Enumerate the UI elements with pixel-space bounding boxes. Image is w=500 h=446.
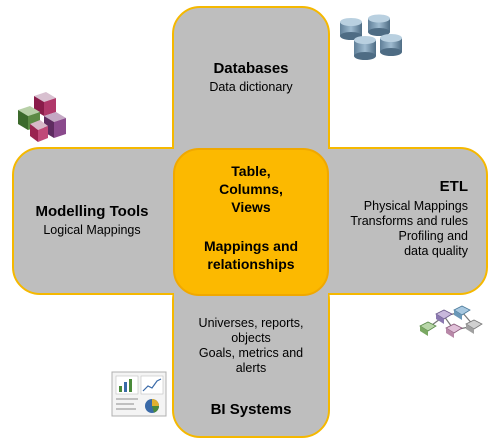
databases-item: Data dictionary bbox=[209, 80, 293, 94]
center-line-columns: Columns, bbox=[219, 181, 283, 197]
bi-item-4: alerts bbox=[235, 361, 267, 375]
center-line-views: Views bbox=[231, 199, 271, 215]
modelling-label: Modelling Tools Logical Mappings bbox=[14, 203, 170, 238]
bi-title-wrap: BI Systems bbox=[172, 401, 330, 419]
center-line-relationships: relationships bbox=[207, 256, 295, 272]
bi-title: BI Systems bbox=[210, 401, 292, 418]
center-line-table: Table, bbox=[231, 163, 271, 179]
etl-item-1: Physical Mappings bbox=[363, 199, 468, 213]
etl-title: ETL bbox=[439, 178, 468, 195]
etl-label: ETL Physical Mappings Transforms and rul… bbox=[310, 178, 468, 259]
databases-title: Databases bbox=[213, 60, 289, 77]
etl-item-3: Profiling and bbox=[398, 229, 469, 243]
network-nodes-icon bbox=[419, 305, 483, 338]
bi-item-2: objects bbox=[231, 331, 271, 345]
bi-item-3: Goals, metrics and bbox=[198, 346, 304, 360]
modelling-title: Modelling Tools bbox=[35, 203, 149, 220]
bi-item-1: Universes, reports, bbox=[198, 316, 304, 330]
database-cylinders-icon bbox=[340, 14, 402, 60]
bi-label: Universes, reports, objects Goals, metri… bbox=[172, 316, 330, 376]
cubes-icon bbox=[18, 92, 66, 142]
center-line-mappings: Mappings and bbox=[203, 238, 299, 254]
etl-item-2: Transforms and rules bbox=[350, 214, 468, 228]
etl-item-4: data quality bbox=[404, 244, 468, 258]
modelling-item: Logical Mappings bbox=[43, 223, 141, 237]
report-chart-icon bbox=[111, 371, 167, 417]
databases-label: Databases Data dictionary bbox=[172, 60, 330, 95]
center-core-box: Table, Columns, Views Mappings and relat… bbox=[173, 148, 329, 296]
